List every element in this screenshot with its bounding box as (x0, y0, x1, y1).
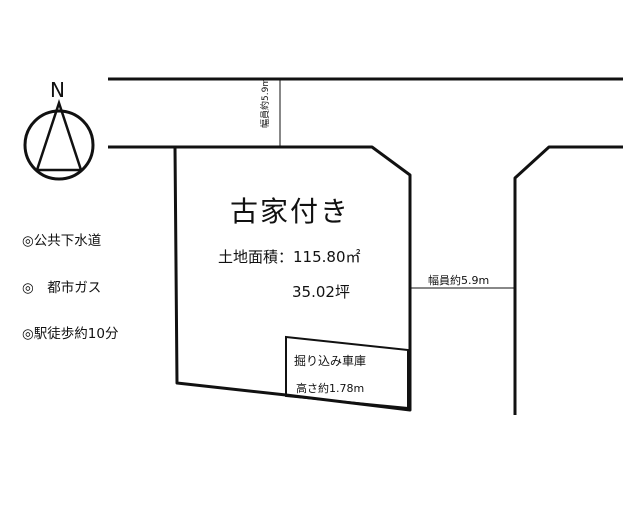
garage-outline (285, 335, 409, 410)
lot-boundary (173, 145, 412, 412)
land-area-sqm: 土地面積：115.80㎡ (218, 248, 361, 266)
north-marker: N (50, 78, 65, 102)
north-compass-triangle (35, 98, 83, 172)
east-road-width-label: 幅員約5.9m (428, 274, 490, 287)
east-road-edge (513, 145, 623, 415)
north-compass-circle (23, 109, 95, 181)
garage-label: 掘り込み車庫 (294, 354, 367, 368)
feature-public-sewer: ◎公共下水道 (22, 233, 102, 249)
feature-station-walk: ◎駅徒歩約10分 (22, 326, 119, 342)
garage-height-label: 高さ約1.78m (296, 382, 365, 395)
page-title: 古家付き (230, 195, 351, 228)
land-area-tsubo: 35.02坪 (292, 283, 350, 301)
north-road-width-label: 幅員約5.9m (261, 77, 271, 128)
feature-city-gas: ◎ 都市ガス (22, 280, 102, 296)
